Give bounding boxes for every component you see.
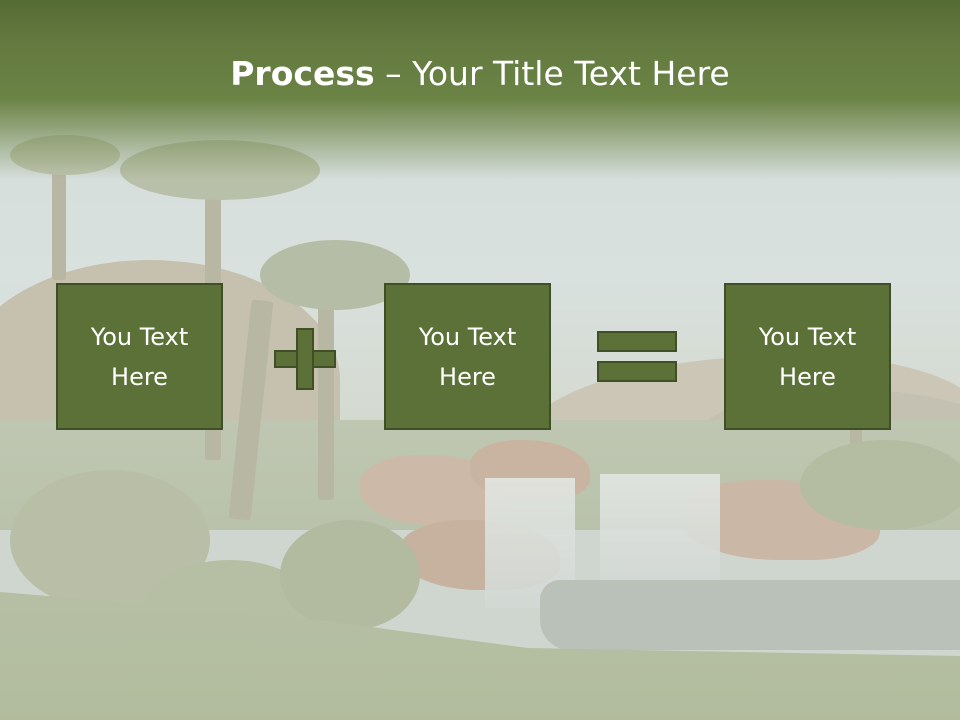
plus-icon — [274, 328, 336, 390]
shrub — [280, 520, 420, 630]
equals-bar-bottom — [597, 361, 677, 382]
title-band — [0, 0, 960, 180]
slide-title-bold: Process — [230, 54, 375, 93]
equals-bar-top — [597, 331, 677, 352]
pond — [540, 580, 960, 650]
shrub — [800, 440, 960, 530]
plus-center — [298, 352, 312, 366]
waterfall — [600, 474, 720, 584]
process-box-line: Here — [111, 362, 168, 391]
process-box-line: Here — [439, 362, 496, 391]
equals-icon — [597, 331, 677, 383]
process-box-line: You Text — [90, 322, 189, 351]
process-box-line: You Text — [758, 322, 857, 351]
process-box-line: Here — [779, 362, 836, 391]
slide-title[interactable]: Process – Your Title Text Here — [0, 52, 960, 96]
process-box-line: You Text — [418, 322, 517, 351]
slide-title-rest: – Your Title Text Here — [374, 54, 730, 93]
